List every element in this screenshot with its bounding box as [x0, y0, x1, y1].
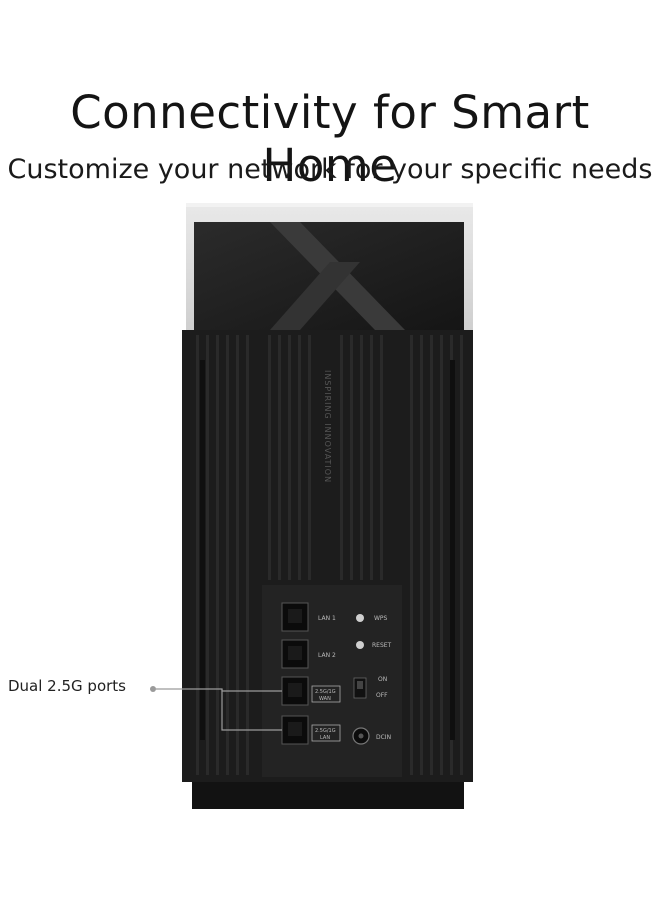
- lan-label-line2: LAN: [320, 735, 330, 741]
- lan2-port[interactable]: [281, 639, 309, 669]
- lan1-port[interactable]: [281, 602, 309, 632]
- lan-label-line1: 2.5G/1G: [315, 728, 336, 734]
- page-title: Connectivity for Smart Home: [70, 86, 590, 192]
- wan-port[interactable]: [281, 676, 309, 706]
- wps-label: WPS: [374, 615, 388, 622]
- lan-2-5g-port[interactable]: [281, 715, 309, 745]
- lan1-label: LAN 1: [318, 615, 336, 622]
- off-label: OFF: [376, 692, 388, 699]
- page-subtitle: Customize your network for your specific…: [7, 154, 653, 185]
- reset-label: RESET: [372, 642, 392, 649]
- callout-dot: [150, 686, 156, 692]
- brand-text: INSPIRING INNOVATION: [323, 370, 332, 483]
- wan-label-line2: WAN: [319, 696, 331, 702]
- lan-label-box: [311, 724, 341, 742]
- dcin-label: DCIN: [376, 734, 391, 741]
- wps-button[interactable]: [356, 614, 364, 622]
- port-panel: LAN 1 LAN 2 2.5G/1G WAN 2.5G/1G LAN WPS …: [262, 585, 402, 777]
- wan-label-line1: 2.5G/1G: [315, 689, 336, 695]
- router-top-cap: [186, 203, 473, 330]
- on-label: ON: [378, 676, 387, 683]
- lan2-label: LAN 2: [318, 652, 336, 659]
- wan-label-box: [311, 685, 341, 703]
- callout-lines: [150, 686, 282, 731]
- dual-ports-callout: Dual 2.5G ports: [8, 677, 126, 695]
- reset-button[interactable]: [356, 641, 364, 649]
